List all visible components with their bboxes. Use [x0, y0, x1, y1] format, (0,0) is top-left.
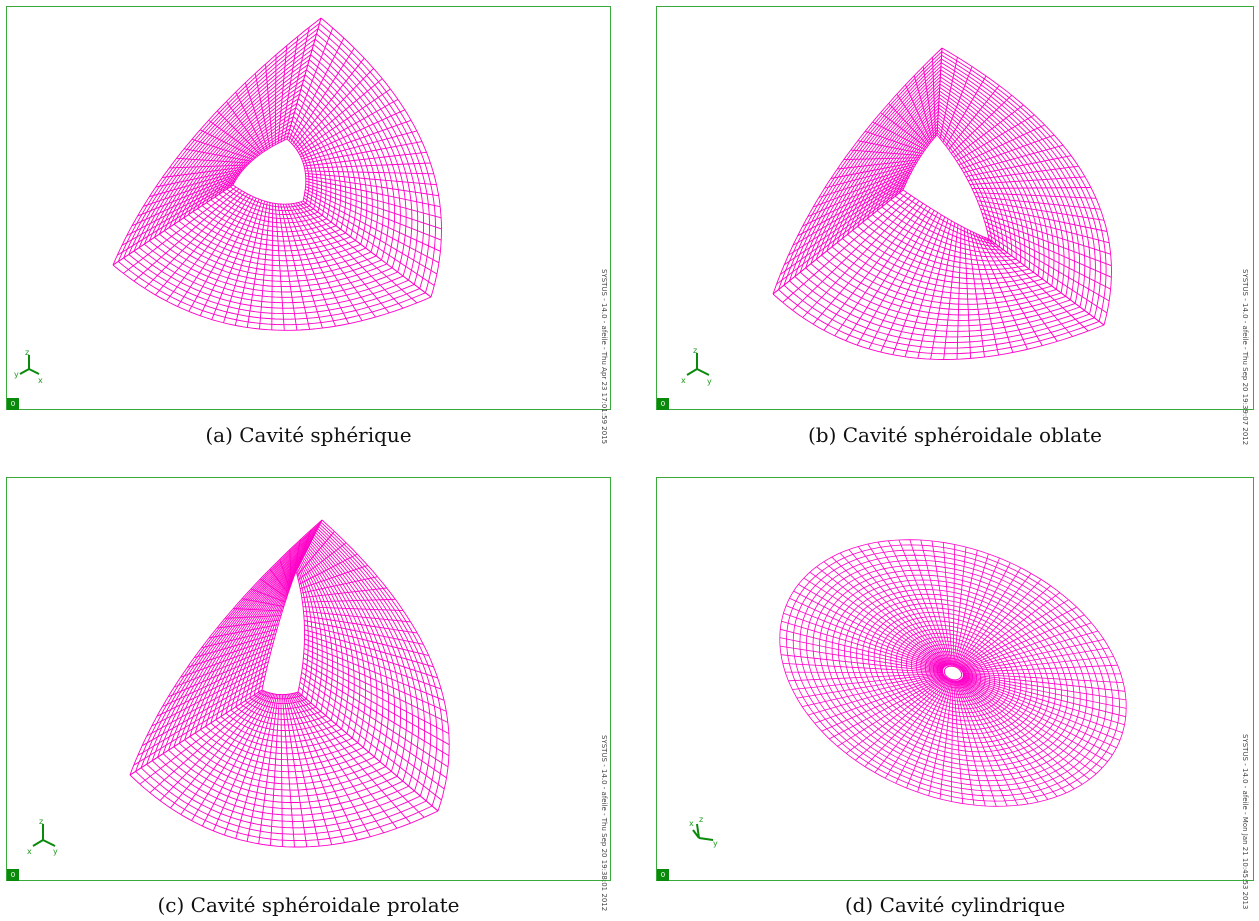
panel-d-viewport: x z y 0 SYSTUS - 14.0 - afeile - Mon Jan… [656, 477, 1254, 909]
caption-a: (a) Cavité sphérique [205, 423, 412, 447]
axis-triad-icon: x z y [689, 815, 718, 848]
axis-triad-icon: x z y [27, 817, 58, 856]
triad-label-1: x [689, 819, 694, 828]
triad-label-2: z [693, 347, 697, 355]
triad-label-3: x [38, 376, 43, 385]
spherical-cavity-mesh [112, 17, 442, 331]
panel-a-viewport: y z x 0 SYSTUS - 14.0 - afeile - Thu Apr… [6, 6, 611, 444]
caption-b: (b) Cavité sphéroidale oblate [807, 423, 1103, 447]
caption-d: (d) Cavité cylindrique [844, 893, 1066, 917]
systus-stamp: SYSTUS - 14.0 - afeile - Thu Sep 20 19:3… [1241, 269, 1249, 446]
systus-stamp: SYSTUS - 14.0 - afeile - Thu Sep 20 19:3… [600, 735, 608, 912]
axis-triad-icon: x z y [681, 347, 712, 386]
triad-label-3: y [713, 839, 718, 848]
triad-label-3: y [707, 377, 712, 386]
axis-triad-icon: y z x [14, 349, 43, 385]
origin-marker: 0 [7, 398, 19, 410]
origin-marker: 0 [657, 869, 669, 881]
panel-c-viewport: x z y 0 SYSTUS - 14.0 - afeile - Thu Sep… [6, 477, 611, 911]
cylindrical-cavity-mesh [779, 539, 1127, 807]
triad-label-3: y [53, 847, 58, 856]
triad-label-1: x [681, 376, 686, 385]
systus-stamp: SYSTUS - 14.0 - afeile - Mon Jan 21 10:4… [1241, 734, 1249, 910]
triad-label-1: x [27, 847, 32, 856]
systus-stamp: SYSTUS - 14.0 - afeile - Thu Apr 23 17:0… [600, 269, 608, 445]
triad-label-2: z [25, 349, 29, 357]
panel-b-viewport: x z y 0 SYSTUS - 14.0 - afeile - Thu Sep… [656, 6, 1254, 445]
origin-marker: 0 [7, 869, 19, 881]
triad-label-2: z [699, 815, 703, 824]
prolate-spheroidal-cavity-mesh [129, 519, 450, 848]
cylinder-bore [943, 665, 963, 681]
oblate-spheroidal-cavity-mesh [772, 47, 1112, 360]
triad-label-2: z [39, 817, 43, 826]
triad-label-1: y [14, 370, 19, 379]
origin-marker: 0 [657, 398, 669, 410]
caption-c: (c) Cavité sphéroidale prolate [157, 893, 460, 917]
